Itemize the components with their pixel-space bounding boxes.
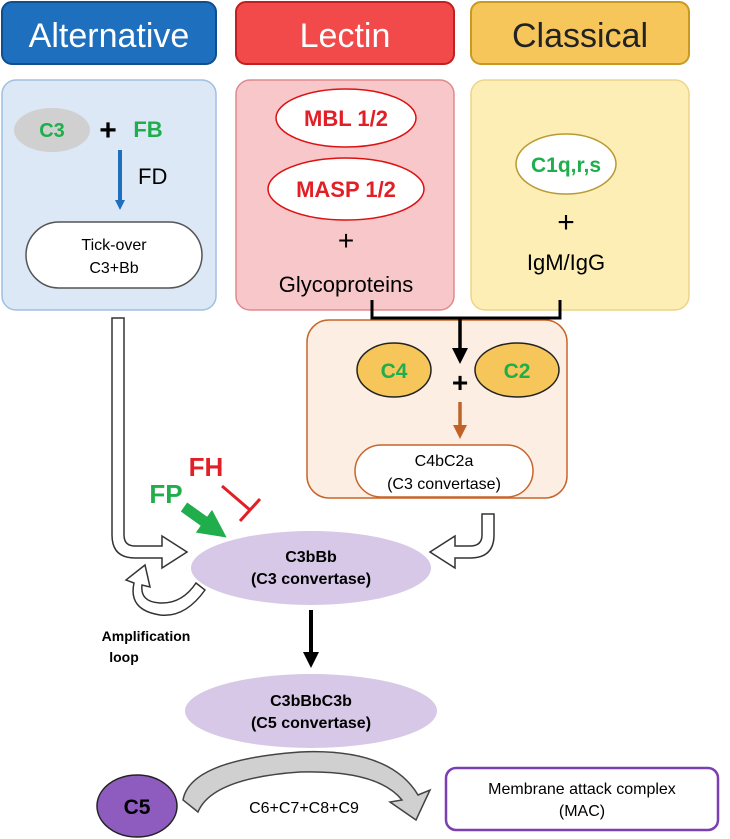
classical-header: Classical — [470, 1, 690, 65]
convergence-plus: + — [452, 367, 468, 398]
mac-line2: (MAC) — [559, 803, 605, 820]
tick-over-line2: C3+Bb — [89, 260, 138, 277]
lectin-plus: + — [338, 225, 354, 256]
c2-label: C2 — [504, 360, 531, 383]
fb-label: FB — [133, 117, 162, 142]
c5-to-mac-arrow — [182, 750, 432, 822]
c4bc2a-to-c3bbb-arrow — [428, 513, 495, 570]
alt-plus: + — [99, 114, 117, 147]
c4bc2a-line2: (C3 convertase) — [387, 476, 501, 493]
c4bc2a-box — [354, 444, 534, 498]
alternative-header: Alternative — [1, 1, 217, 65]
c3bbbc3b-ellipse — [185, 674, 437, 748]
classical-panel — [470, 79, 690, 311]
classical-plus: + — [557, 206, 575, 239]
mbl-ellipse — [275, 88, 417, 148]
c3bbb-line2: (C3 convertase) — [251, 571, 371, 588]
terminal-chain: C6+C7+C8+C9 — [249, 800, 359, 817]
mac-line1: Membrane attack complex — [488, 781, 676, 798]
classical-header-label: Classical — [512, 17, 648, 55]
lectin-header-label: Lectin — [300, 17, 391, 55]
c3bbb-line1: C3bBb — [285, 549, 337, 566]
c3-ellipse — [14, 108, 90, 152]
c4-label: C4 — [381, 360, 408, 383]
tick-over-box — [25, 221, 203, 289]
fh-inhibit-line — [221, 484, 251, 512]
fh-inhibit-bar — [238, 497, 262, 523]
fp-arrow — [180, 502, 227, 538]
c4bc2a-line1: C4bC2a — [415, 453, 474, 470]
c3bbbc3b-line1: C3bBbC3b — [270, 693, 352, 710]
c3bbbc3b-line2: (C5 convertase) — [251, 715, 371, 732]
fd-label: FD — [138, 164, 167, 189]
c2-ellipse — [474, 342, 560, 398]
c3bbb-ellipse — [191, 531, 431, 605]
c1q-ellipse — [515, 133, 617, 195]
mbl-label: MBL 1/2 — [304, 106, 388, 131]
igm-label: IgM/IgG — [527, 250, 605, 275]
c4-ellipse — [356, 342, 432, 398]
c3-label: C3 — [39, 120, 65, 142]
c5-label: C5 — [124, 796, 151, 819]
alternative-header-label: Alternative — [29, 17, 190, 55]
masp-ellipse — [267, 157, 425, 221]
alternative-to-c3bbb-arrow — [111, 317, 189, 570]
masp-label: MASP 1/2 — [296, 177, 396, 202]
fp-label: FP — [149, 479, 182, 509]
amplification-line2: loop — [109, 649, 139, 665]
glycoproteins-label: Glycoproteins — [279, 272, 414, 297]
fh-label: FH — [189, 452, 224, 482]
lectin-header: Lectin — [235, 1, 455, 65]
tick-over-line1: Tick-over — [81, 237, 147, 254]
join-bracket — [370, 300, 562, 320]
c5-ellipse — [96, 774, 178, 838]
mac-box — [444, 766, 720, 832]
amplification-loop-arrow — [124, 563, 207, 617]
amplification-line1: Amplification — [102, 628, 191, 644]
c1q-label: C1q,r,s — [531, 154, 601, 177]
